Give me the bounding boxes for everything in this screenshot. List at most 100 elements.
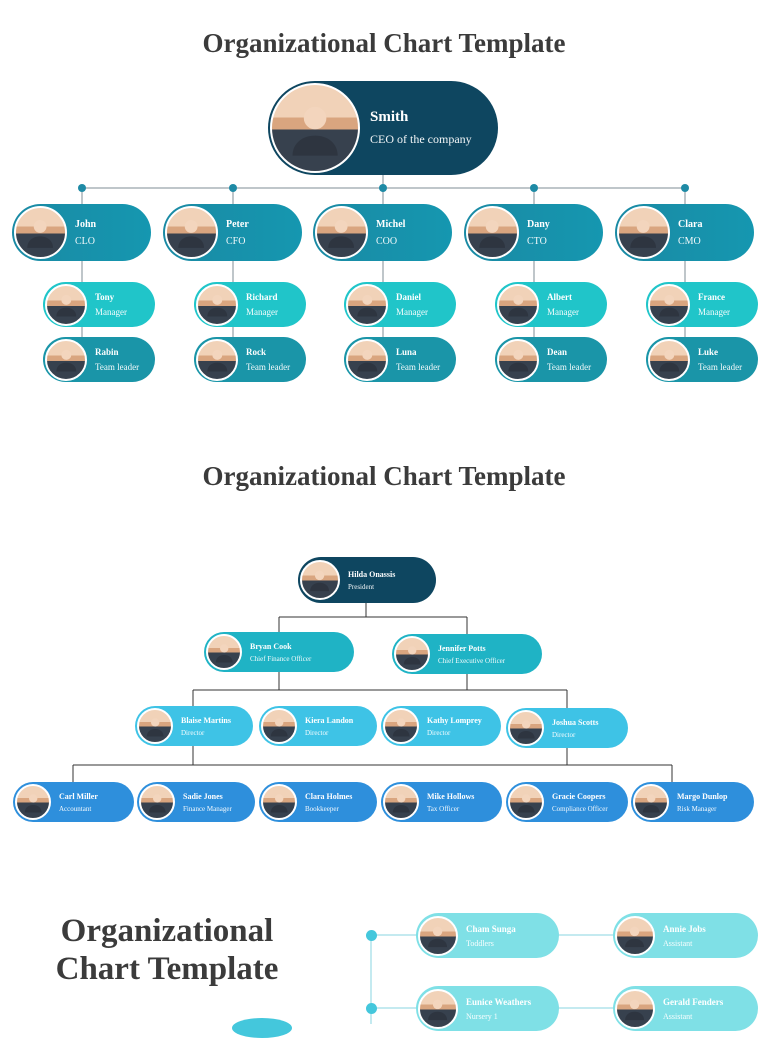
staff-card-avatar <box>508 784 544 820</box>
manager-card-avatar <box>648 283 690 326</box>
person-icon <box>270 794 288 813</box>
staff-card-role: Compliance Officer <box>552 804 608 813</box>
team-leader-card-name: Rock <box>246 347 266 357</box>
staff-card-role: Tax Officer <box>427 804 460 813</box>
staff-card-avatar <box>383 784 419 820</box>
executive-card-avatar <box>14 206 67 259</box>
person-icon <box>207 295 227 317</box>
director-card-role: Director <box>305 728 329 737</box>
team-leader-card-role: Team leader <box>246 362 291 372</box>
chief-card-role: Chief Finance Officer <box>250 654 312 663</box>
connector-dot <box>229 184 237 192</box>
chief-card-avatar <box>206 634 242 670</box>
executive-card-avatar <box>466 206 519 259</box>
ceo-role: CEO of the company <box>370 132 472 146</box>
chart3-card-avatar <box>418 915 458 956</box>
executive-card-role: CFO <box>226 235 246 247</box>
person-icon <box>630 220 657 249</box>
team-leader-card-avatar <box>196 338 238 381</box>
staff-card-name: Gracie Coopers <box>552 791 606 801</box>
person-icon <box>56 350 76 372</box>
ceo-card[interactable]: Smith CEO of the company <box>268 81 498 175</box>
person-icon <box>392 794 410 813</box>
team-leader-card-name: Luna <box>396 347 417 357</box>
director-card-name: Blaise Martins <box>181 715 231 725</box>
person-icon <box>24 794 42 813</box>
chart3-card-avatar <box>418 988 458 1029</box>
director-card-avatar <box>261 708 297 744</box>
director-card-avatar <box>508 710 544 746</box>
person-icon <box>392 718 410 737</box>
team-leader-card-role: Team leader <box>698 362 743 372</box>
person-icon <box>178 220 205 249</box>
chart3-card-avatar <box>615 915 655 956</box>
staff-card-name: Margo Dunlop <box>677 791 728 801</box>
person-icon <box>428 999 448 1021</box>
chart3-card-name: Gerald Fenders <box>663 996 724 1007</box>
manager-card-role: Manager <box>396 307 428 317</box>
connector-dot <box>530 184 538 192</box>
partial-node-cutoff <box>232 1018 292 1038</box>
director-card-avatar <box>383 708 419 744</box>
director-card-role: Director <box>427 728 451 737</box>
person-icon <box>659 350 679 372</box>
chart3-card-role: Assistant <box>663 938 693 948</box>
president-card[interactable]: Hilda Onassis President <box>298 557 436 603</box>
team-leader-card-name: Dean <box>547 347 567 357</box>
staff-card-role: Finance Manager <box>183 804 232 813</box>
director-card-name: Joshua Scotts <box>552 717 599 727</box>
connector-dot <box>78 184 86 192</box>
manager-card-name: France <box>698 292 725 302</box>
executive-card-name: John <box>75 218 97 230</box>
person-icon <box>27 220 54 249</box>
manager-card-name: Tony <box>95 292 115 302</box>
executive-card-name: Peter <box>226 218 249 230</box>
director-card-avatar <box>137 708 173 744</box>
staff-card-role: Bookkeeper <box>305 804 339 813</box>
staff-card-avatar <box>261 784 297 820</box>
person-icon <box>517 794 535 813</box>
chart3-card-name: Eunice Weathers <box>466 996 532 1007</box>
chart3-card-role: Assistant <box>663 1011 693 1021</box>
executive-card-name: Michel <box>376 218 406 230</box>
president-role: President <box>348 582 375 591</box>
manager-card-name: Richard <box>246 292 278 302</box>
manager-card-name: Daniel <box>396 292 422 302</box>
connector-dot <box>366 930 377 941</box>
staff-card-avatar <box>15 784 51 820</box>
chief-card-name: Jennifer Potts <box>438 643 486 653</box>
staff-card-avatar <box>139 784 175 820</box>
chart1-title: Organizational Chart Template <box>202 28 566 58</box>
